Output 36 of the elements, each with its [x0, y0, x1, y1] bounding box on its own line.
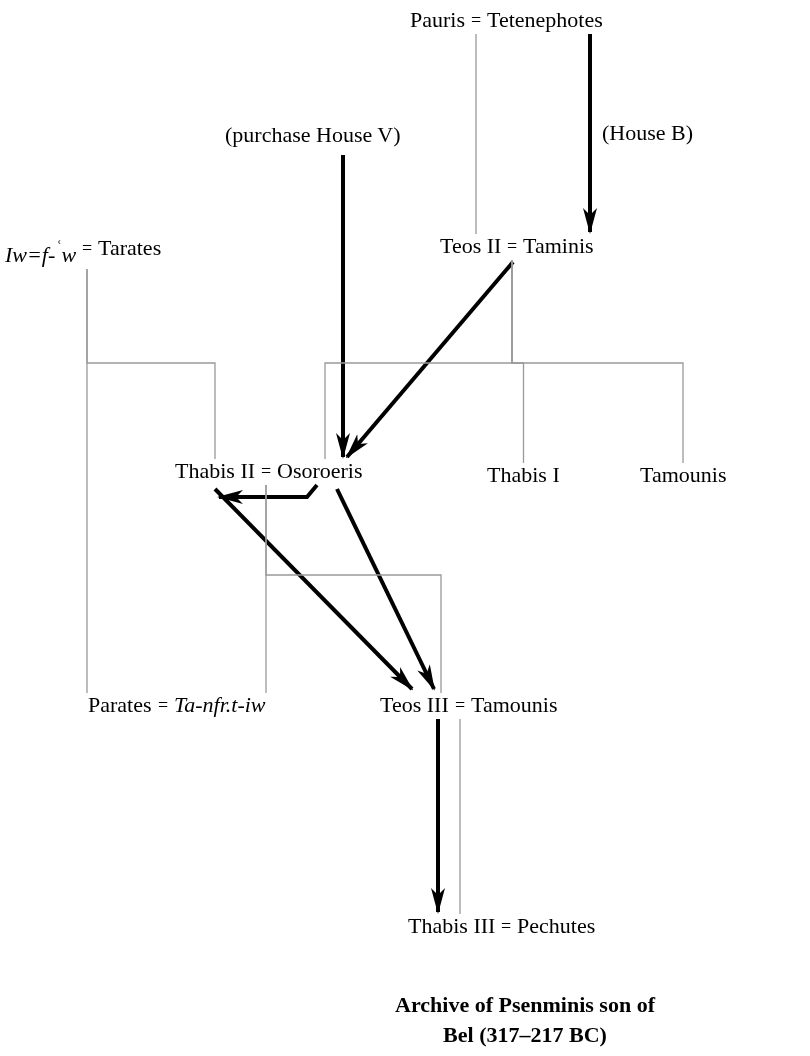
arrow [431, 719, 445, 914]
person-name: Thabis II [175, 459, 256, 483]
marriage-sign: = [82, 237, 93, 260]
marriage-sign: = [501, 915, 512, 938]
marriage-sign: = [455, 694, 466, 717]
note-text: (purchase House V) [225, 123, 401, 147]
arrow [335, 488, 436, 691]
person-name: Parates [88, 693, 152, 717]
person-name: Thabis I [487, 463, 560, 487]
arrow [583, 34, 597, 234]
person-name: Tamounis [471, 693, 558, 717]
lineage-line [265, 484, 442, 694]
person-name: Osoroeris [277, 459, 363, 483]
arrow [217, 483, 319, 504]
person-name: Teos III [380, 693, 449, 717]
lineage-line [511, 259, 684, 464]
person-name: Pauris [410, 8, 465, 32]
marriage-sign: = [507, 235, 518, 258]
marriage-sign: = [471, 9, 482, 32]
person-name: Teos II [440, 234, 502, 258]
person-name: Tetenephotes [487, 8, 603, 32]
arrow [336, 155, 350, 459]
person-name: Tarates [98, 236, 162, 260]
caption: Archive of Psenminis son of Bel (317–217 BC) [394, 991, 657, 1049]
person-name: Thabis III [408, 914, 496, 938]
lineage-line [86, 268, 88, 694]
marriage-sign: = [158, 694, 169, 717]
arrow [213, 487, 414, 691]
person-name: Tamounis [640, 463, 727, 487]
person-name: Ta-nfr.t-iw [174, 693, 266, 717]
person-name: Iw=f-$^{ʿ}$w [5, 236, 77, 268]
marriage-sign: = [261, 460, 272, 483]
person-name: Taminis [523, 234, 594, 258]
lineage-line [475, 33, 477, 235]
lineage-line [459, 718, 461, 915]
person-name: Pechutes [517, 914, 596, 938]
